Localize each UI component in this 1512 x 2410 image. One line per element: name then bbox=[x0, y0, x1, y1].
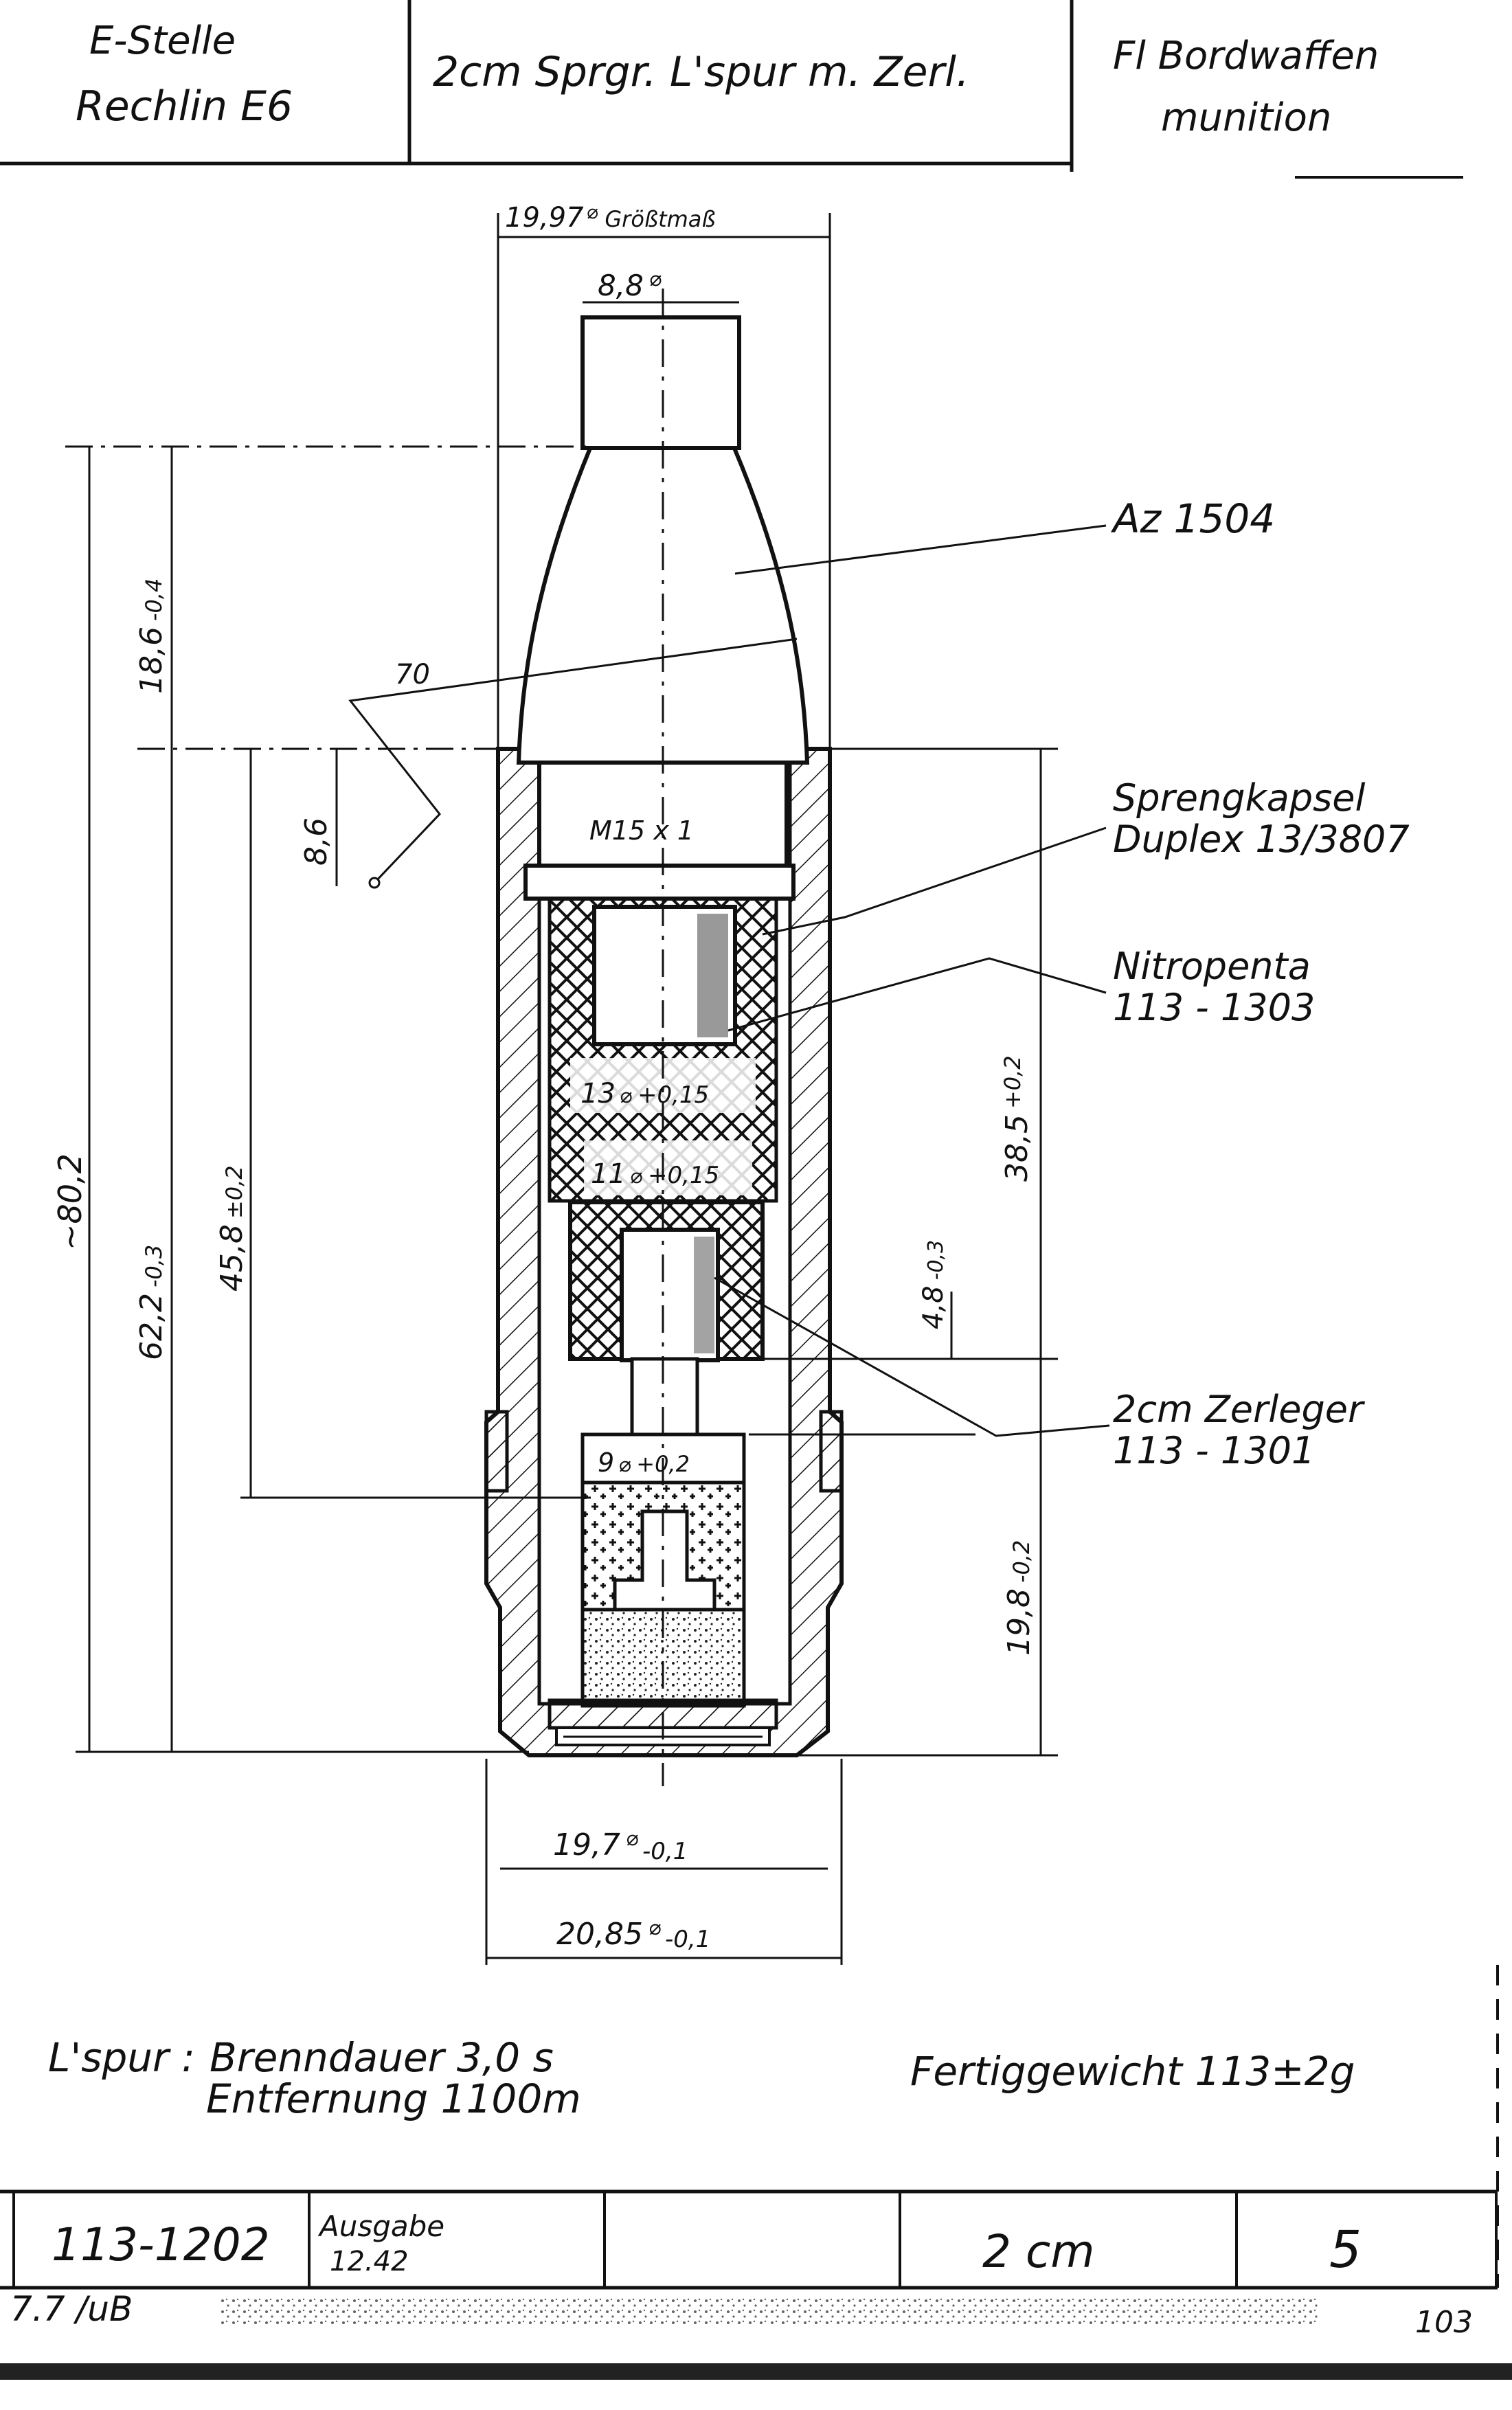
scan-edge-bar bbox=[0, 2363, 1512, 2380]
step-depth-tol: -0,3 bbox=[924, 1240, 948, 1281]
office-line-1: E-Stelle bbox=[89, 19, 236, 63]
fuze-nose bbox=[580, 315, 741, 450]
nose-diameter-symbol: ⌀ bbox=[649, 267, 662, 291]
right-length-dimensions: 38,5 +0,2 4,8 -0,3 19,8 -0,2 bbox=[749, 747, 1058, 1757]
cavity-length-dim: 45,8 ±0,2 bbox=[214, 1165, 249, 1292]
ogive-radius-centre bbox=[368, 877, 381, 889]
driving-band-left bbox=[484, 1410, 509, 1493]
page-number: 103 bbox=[1415, 2305, 1473, 2340]
tracer-length-tol: -0,2 bbox=[1008, 1540, 1035, 1583]
max-diameter-symbol: ⌀ bbox=[587, 201, 598, 223]
drawing-title: 2cm Sprgr. L'spur m. Zerl. bbox=[433, 48, 969, 96]
tracer-channel bbox=[630, 1357, 699, 1437]
band-diameter-dim: 20,85⌀-0,1 bbox=[556, 1916, 710, 1953]
bore-lower-dim: 11⌀+0,15 bbox=[591, 1158, 719, 1190]
fuze-length-value: 18,6 bbox=[134, 627, 169, 694]
bottom-dimensions: 19,7⌀-0,1 20,85⌀-0,1 bbox=[485, 1759, 843, 1965]
tracer-length-value: 19,8 bbox=[1002, 1588, 1037, 1656]
callout-leader-destructor bbox=[714, 1276, 1110, 1437]
step-depth-value: 4,8 bbox=[918, 1285, 949, 1329]
step-depth-dim: 4,8 -0,3 bbox=[918, 1240, 949, 1329]
stamp-mark: 7.7 /uB bbox=[10, 2289, 133, 2329]
department-line-1: Fl Bordwaffen bbox=[1113, 34, 1379, 78]
ogive-radius-leader bbox=[348, 638, 798, 884]
max-diameter-value: 19,97 bbox=[505, 202, 584, 234]
drawing-notes: L'spur : Brenndauer 3,0 s Entfernung 110… bbox=[48, 2034, 1355, 2122]
callout-leader-fuze bbox=[734, 524, 1107, 575]
drawing-number: 113-1202 bbox=[52, 2218, 270, 2271]
bore-upper-dim: 13⌀+0,15 bbox=[580, 1078, 709, 1110]
body-diameter-value: 19,7 bbox=[553, 1827, 620, 1862]
callout-detonator-line-1: Sprengkapsel bbox=[1113, 776, 1365, 820]
sheet-number: 5 bbox=[1329, 2220, 1362, 2279]
nose-diameter-dim: 8,8⌀ bbox=[598, 267, 662, 302]
band-diameter-symbol: ⌀ bbox=[648, 1916, 661, 1940]
bore-upper-tol: +0,15 bbox=[637, 1081, 709, 1109]
callout-filler-line-1: Nitropenta bbox=[1113, 945, 1311, 988]
explosive-depth-tol: +0,2 bbox=[1000, 1055, 1026, 1109]
overall-length-dim: ~80,2 bbox=[52, 1153, 89, 1250]
issue-date: 12.42 bbox=[330, 2246, 409, 2277]
callout-leader-filler bbox=[727, 957, 1107, 1032]
top-dimensions: 19,97⌀Größtmaß 8,8⌀ bbox=[497, 201, 831, 749]
body-diameter-tol: -0,1 bbox=[642, 1838, 688, 1865]
driving-band-right bbox=[819, 1410, 844, 1493]
bore-lower-tol: +0,15 bbox=[648, 1162, 719, 1189]
bore-base-symbol: ⌀ bbox=[618, 1453, 631, 1477]
tracer-burn-time: Brenndauer 3,0 s bbox=[210, 2034, 554, 2081]
bore-lower-label-bg bbox=[584, 1140, 752, 1195]
body-diameter-dim: 19,7⌀-0,1 bbox=[553, 1827, 688, 1865]
bore-upper-value: 13 bbox=[580, 1078, 616, 1110]
callout-leader-detonator bbox=[762, 826, 1107, 936]
bore-lower-symbol: ⌀ bbox=[630, 1164, 642, 1189]
left-length-dimensions: ~80,2 18,6 -0,4 62,2 -0,3 45,8 ±0,2 8,6 70 bbox=[52, 445, 798, 1753]
band-diameter-tol: -0,1 bbox=[665, 1926, 710, 1953]
body-diameter-symbol: ⌀ bbox=[626, 1827, 638, 1851]
tracer-range: Entfernung 1100m bbox=[206, 2075, 581, 2122]
nose-diameter-value: 8,8 bbox=[598, 269, 644, 302]
callout-destructor-line-1: 2cm Zerleger bbox=[1113, 1388, 1365, 1431]
max-diameter-dim: 19,97⌀ Größtmaß bbox=[505, 201, 716, 234]
bore-upper-symbol: ⌀ bbox=[620, 1084, 632, 1108]
fuze-flange bbox=[523, 864, 796, 901]
tracer-prefix: L'spur : bbox=[48, 2034, 195, 2081]
bore-lower-value: 11 bbox=[591, 1158, 626, 1190]
destructor-shading bbox=[694, 1237, 714, 1353]
destructor-core bbox=[620, 1228, 720, 1362]
body-length-value: 62,2 bbox=[134, 1293, 169, 1360]
scan-footer: 7.7 /uB 103 bbox=[0, 2289, 1512, 2380]
cavity-length-tol: ±0,2 bbox=[221, 1165, 247, 1219]
fuze-length-tol: -0,4 bbox=[141, 578, 167, 621]
detonator-shading bbox=[697, 914, 728, 1037]
department-line-2: munition bbox=[1161, 95, 1331, 140]
title-block-bottom: 113-1202 Ausgabe 12.42 2 cm 5 bbox=[0, 2189, 1498, 2290]
title-block-top: E-Stelle Rechlin E6 2cm Sprgr. L'spur m.… bbox=[0, 0, 1463, 179]
office-line-2: Rechlin E6 bbox=[76, 82, 293, 131]
callout-destructor-line-2: 113 - 1301 bbox=[1113, 1429, 1315, 1472]
explosive-depth-dim: 38,5 +0,2 bbox=[1000, 1055, 1035, 1182]
component-callouts: Az 1504 Sprengkapsel Duplex 13/3807 Nitr… bbox=[714, 495, 1410, 1472]
body-length-dim: 62,2 -0,3 bbox=[134, 1245, 169, 1360]
caliber: 2 cm bbox=[982, 2225, 1095, 2278]
issue-label: Ausgabe bbox=[317, 2209, 444, 2243]
finished-weight: Fertiggewicht 113±2g bbox=[910, 2048, 1355, 2095]
projectile-section: M15 x 1 13⌀+0,15 11⌀+0,15 9⌀+0,2 bbox=[484, 289, 844, 1786]
callout-filler-line-2: 113 - 1303 bbox=[1113, 986, 1315, 1029]
thread-label: M15 x 1 bbox=[589, 815, 694, 846]
scan-noise-strip bbox=[220, 2298, 1319, 2325]
callout-fuze: Az 1504 bbox=[1110, 495, 1275, 542]
ogive-radius-label: 70 bbox=[395, 659, 430, 690]
explosive-depth-value: 38,5 bbox=[1000, 1114, 1035, 1182]
band-diameter-value: 20,85 bbox=[556, 1917, 643, 1952]
callout-detonator-line-2: Duplex 13/3807 bbox=[1113, 818, 1410, 861]
fuze-length-dim: 18,6 -0,4 bbox=[134, 578, 169, 694]
cavity-length-value: 45,8 bbox=[214, 1224, 249, 1292]
tracer-length-dim: 19,8 -0,2 bbox=[1002, 1540, 1037, 1656]
bore-base-value: 9 bbox=[598, 1448, 614, 1478]
max-diameter-note: Größtmaß bbox=[605, 206, 715, 232]
bore-base-dim: 9⌀+0,2 bbox=[598, 1448, 690, 1478]
body-length-tol: -0,3 bbox=[141, 1245, 167, 1287]
angle-dim: 8,6 bbox=[299, 818, 334, 866]
